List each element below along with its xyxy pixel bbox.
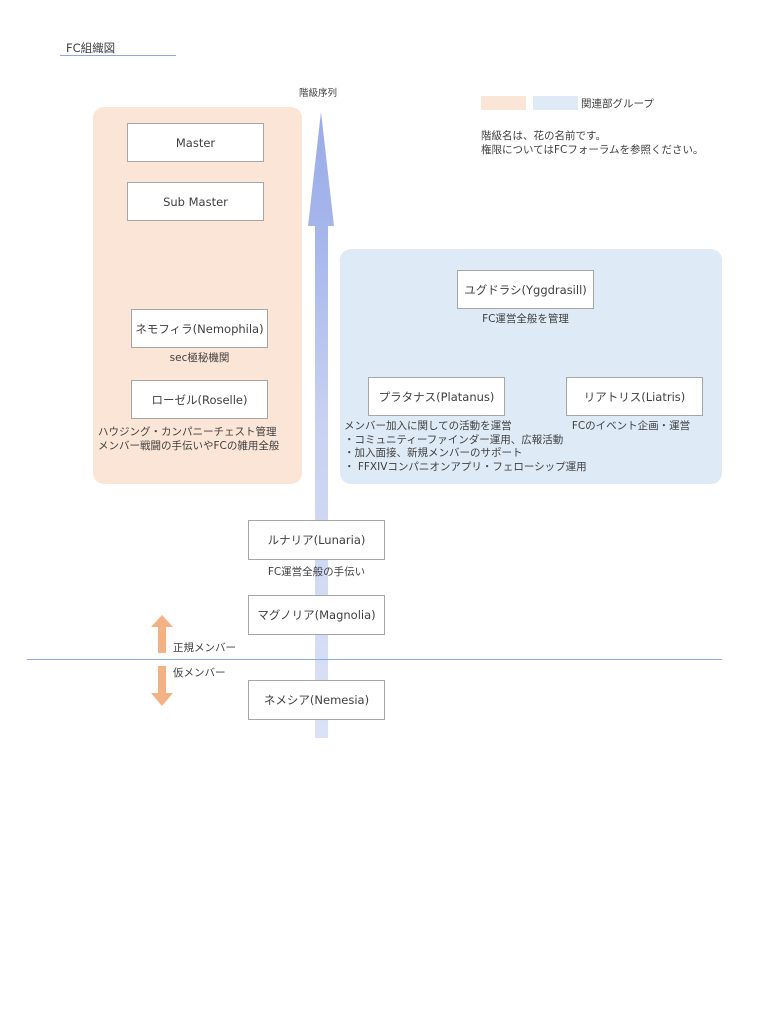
role-box-nemesia: ネメシア(Nemesia) bbox=[248, 680, 385, 720]
role-caption-platanus: メンバー加入に関しての活動を運営 ・コミュニティーファインダー運用、広報活動 ・… bbox=[344, 420, 587, 474]
role-caption-yggdrasill: FC運営全般を管理 bbox=[482, 313, 569, 325]
caption-line: ・ FFXIVコンパニオンアプリ・フェローシップ運用 bbox=[344, 460, 587, 473]
legend-note: 階級名は、花の名前です。 権限についてはFCフォーラムを参照ください。 bbox=[481, 129, 704, 157]
membership-divider bbox=[27, 659, 722, 660]
hierarchy-arrow-shape bbox=[308, 112, 334, 738]
caption-line: ・コミュニティーファインダー運用、広報活動 bbox=[344, 433, 564, 446]
role-box-master: Master bbox=[127, 123, 264, 162]
title-underline bbox=[60, 55, 176, 56]
role-box-sub-master: Sub Master bbox=[127, 182, 264, 221]
role-box-yggdrasill: ユグドラシ(Yggdrasill) bbox=[457, 270, 594, 309]
role-caption-lunaria: FC運営全般の手伝い bbox=[267, 566, 366, 578]
caption-line: メンバー加入に関しての活動を運営 bbox=[344, 420, 512, 432]
regular-member-up-arrow-icon bbox=[151, 615, 173, 653]
role-box-liatris: リアトリス(Liatris) bbox=[566, 377, 703, 416]
legend-swatch-blue bbox=[533, 96, 578, 110]
role-box-lunaria: ルナリア(Lunaria) bbox=[248, 520, 385, 560]
hierarchy-axis-label: 階級序列 bbox=[299, 88, 338, 99]
role-box-magnolia: マグノリア(Magnolia) bbox=[248, 595, 385, 635]
provisional-member-down-arrow-icon bbox=[151, 666, 173, 706]
caption-line: メンバー戦闘の手伝いやFCの雑用全般 bbox=[98, 439, 280, 452]
legend-label: 関連部グループ bbox=[581, 98, 654, 110]
regular-member-label: 正規メンバー bbox=[173, 642, 236, 654]
role-box-nemophila: ネモフィラ(Nemophila) bbox=[131, 309, 268, 348]
role-box-roselle: ローゼル(Roselle) bbox=[131, 380, 268, 419]
role-caption-nemophila: sec極秘機関 bbox=[169, 352, 230, 364]
page-title: FC組織図 bbox=[66, 41, 116, 55]
legend-swatch-orange bbox=[481, 96, 526, 110]
role-caption-liatris: FCのイベント企画・運営 bbox=[571, 420, 691, 432]
provisional-member-label: 仮メンバー bbox=[173, 667, 226, 679]
orange-group-panel bbox=[93, 107, 302, 484]
caption-line: ・加入面接、新規メンバーのサポート bbox=[344, 447, 523, 459]
note-line: 権限についてはFCフォーラムを参照ください。 bbox=[481, 144, 704, 156]
role-caption-roselle: ハウジング・カンパニーチェスト管理 メンバー戦闘の手伝いやFCの雑用全般 bbox=[98, 426, 279, 453]
caption-line: ハウジング・カンパニーチェスト管理 bbox=[98, 426, 277, 438]
role-box-platanus: プラタナス(Platanus) bbox=[368, 377, 505, 416]
note-line: 階級名は、花の名前です。 bbox=[481, 130, 606, 142]
